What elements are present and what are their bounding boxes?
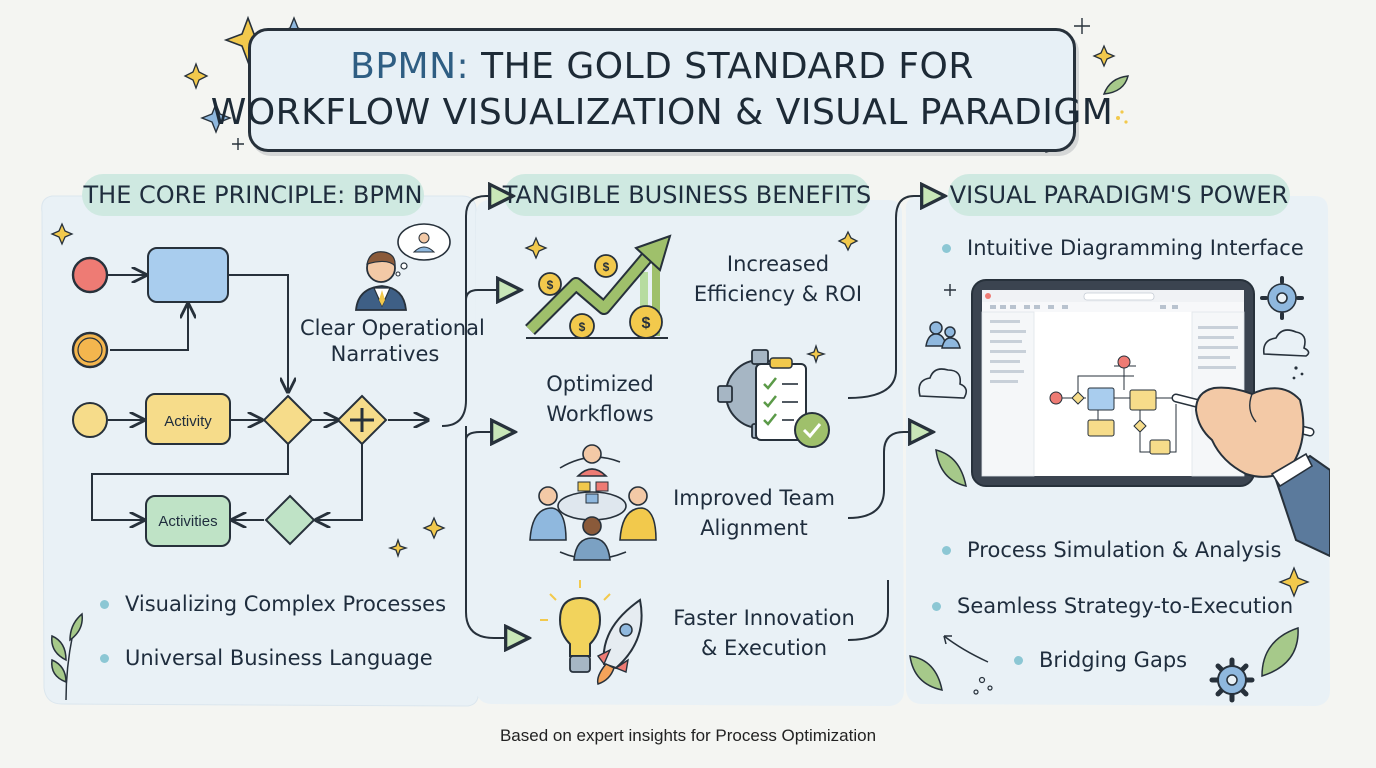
gear-clipboard-icon bbox=[717, 349, 830, 448]
gear-icon bbox=[1267, 283, 1297, 313]
core-panel bbox=[41, 195, 479, 707]
leaf-sprig-icon bbox=[51, 612, 83, 701]
tablet-illustration bbox=[918, 276, 1330, 558]
team-collaboration-icon bbox=[529, 444, 657, 561]
activity-blue bbox=[147, 247, 229, 303]
benefit-4-line-1: Faster Innovation bbox=[673, 606, 855, 630]
benefit-3-line-1: Improved Team bbox=[673, 486, 835, 510]
rocket-icon bbox=[596, 598, 643, 685]
vp-heading: VISUAL PARADIGM'S POWER bbox=[948, 174, 1290, 216]
vp-bullet-text: Bridging Gaps bbox=[1039, 648, 1188, 672]
benefit-2-line-2: Workflows bbox=[546, 402, 654, 426]
activity-green bbox=[145, 495, 231, 547]
vp-bullet: Intuitive Diagramming Interface bbox=[942, 236, 1304, 260]
vp-bullet-text: Seamless Strategy-to-Execution bbox=[957, 594, 1294, 618]
start-event-yellow bbox=[72, 402, 108, 438]
vp-bullet: Seamless Strategy-to-Execution bbox=[932, 594, 1293, 618]
title-line-2: WORKFLOW VISUALIZATION & VISUAL PARADIGM bbox=[210, 92, 1114, 133]
connector-lines bbox=[441, 180, 950, 660]
vp-bullet: Bridging Gaps bbox=[1014, 648, 1187, 672]
flow-arrow bbox=[316, 444, 363, 520]
core-bullet: Visualizing Complex Processes bbox=[100, 592, 446, 616]
bullet-dot bbox=[100, 599, 109, 609]
title-banner: BPMN: THE GOLD STANDARD FOR WORKFLOW VIS… bbox=[211, 28, 1113, 152]
footer-note: Based on expert insights for Process Opt… bbox=[499, 726, 877, 745]
hand-with-stylus-icon bbox=[1171, 386, 1330, 558]
coin-icon bbox=[538, 254, 663, 339]
start-event-red bbox=[71, 256, 109, 294]
flow-arrow bbox=[91, 444, 289, 520]
bullet-dot bbox=[942, 545, 951, 555]
svg-text:$: $ bbox=[642, 315, 651, 332]
benefit-2-line-1: Optimized bbox=[546, 372, 654, 396]
title-rest: THE GOLD STANDARD FOR bbox=[469, 46, 974, 87]
core-bullet: Universal Business Language bbox=[100, 646, 433, 670]
core-bullet-text: Universal Business Language bbox=[125, 646, 433, 670]
benefit-illustrations: $ $ $ $ bbox=[525, 234, 830, 685]
exclusive-gateway bbox=[262, 394, 314, 446]
benefit-1-line-1: Increased bbox=[726, 252, 830, 276]
core-heading: THE CORE PRINCIPLE: BPMN bbox=[82, 174, 424, 216]
vp-bullet: Process Simulation & Analysis bbox=[942, 538, 1281, 562]
svg-text:$: $ bbox=[579, 320, 586, 334]
sparkle-icon bbox=[50, 44, 1310, 598]
speech-bubble-icon bbox=[395, 223, 451, 277]
gear-icon bbox=[1209, 657, 1255, 703]
title-accent: BPMN: bbox=[350, 46, 470, 87]
lightbulb-icon bbox=[540, 580, 611, 673]
title-line-1: BPMN: THE GOLD STANDARD FOR bbox=[350, 44, 974, 90]
bpmn-diagram: Activity Activities bbox=[71, 223, 451, 547]
bullet-dot bbox=[942, 243, 951, 253]
vp-bullet-text: Process Simulation & Analysis bbox=[967, 538, 1282, 562]
benefit-4-line-2: & Execution bbox=[700, 636, 828, 660]
svg-text:$: $ bbox=[547, 278, 554, 292]
svg-text:$: $ bbox=[603, 260, 610, 274]
bullet-dot bbox=[100, 653, 109, 663]
activity-yellow bbox=[145, 393, 231, 445]
bullet-dot bbox=[1014, 655, 1023, 665]
activity-label: Activity bbox=[164, 413, 212, 430]
gateway-green bbox=[264, 494, 316, 546]
vp-bullet-text: Intuitive Diagramming Interface bbox=[967, 236, 1304, 260]
flow-arrow bbox=[110, 304, 188, 351]
bullet-dot bbox=[932, 601, 941, 611]
core-bullet-text: Visualizing Complex Processes bbox=[125, 592, 447, 616]
benefit-3-line-2: Alignment bbox=[700, 516, 808, 540]
narrative-label-2: Narratives bbox=[330, 342, 440, 366]
tablet-screen bbox=[982, 290, 1244, 476]
flow-arrow bbox=[228, 274, 288, 392]
cloud-icon bbox=[918, 329, 1310, 399]
activities-label: Activities bbox=[158, 513, 217, 530]
users-icon bbox=[925, 321, 961, 349]
benefit-1-line-2: Efficiency & ROI bbox=[693, 282, 863, 306]
business-person-icon bbox=[355, 251, 407, 311]
narrative-label-1: Clear Operational bbox=[300, 316, 485, 340]
benefits-heading: TANGIBLE BUSINESS BENEFITS bbox=[503, 174, 871, 216]
